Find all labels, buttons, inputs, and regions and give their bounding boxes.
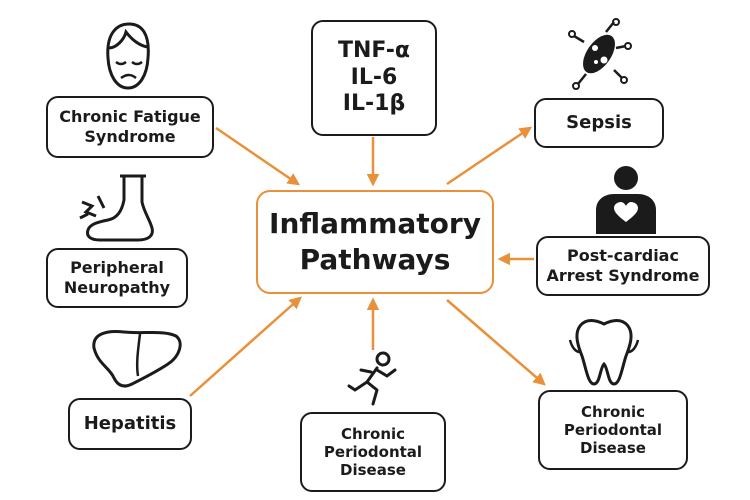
- bottom-periodontal-label-2: Periodontal: [323, 442, 423, 461]
- arrow-hepatitis-to-center: [189, 296, 302, 397]
- chronic-fatigue-label-2: Syndrome: [84, 127, 176, 146]
- peripheral-neuropathy-label-1: Peripheral: [70, 258, 164, 278]
- hepatitis-label: Hepatitis: [83, 413, 177, 435]
- right-periodontal-label-1: Chronic: [580, 402, 646, 421]
- bottom-periodontal-node: Chronic Periodontal Disease: [300, 412, 446, 492]
- person-heart-icon: [596, 166, 656, 234]
- sepsis-node: Sepsis: [534, 98, 664, 148]
- cytokines-node: TNF-α IL-6 IL-1β: [311, 20, 437, 136]
- bottom-periodontal-label-1: Chronic: [340, 424, 406, 443]
- tooth-icon: [568, 319, 640, 386]
- right-periodontal-label-3: Disease: [580, 439, 646, 458]
- cytokine-il-1beta: IL-1β: [342, 91, 406, 117]
- arrow-center-to-periodontal-right: [446, 299, 546, 386]
- peripheral-neuropathy-label-2: Neuropathy: [63, 278, 171, 297]
- bacteria-icon: [568, 18, 632, 90]
- right-periodontal-node: Chronic Periodontal Disease: [538, 390, 688, 470]
- post-cardiac-label-2: Arrest Syndrome: [546, 266, 700, 285]
- chronic-fatigue-node: Chronic Fatigue Syndrome: [46, 96, 214, 158]
- foot-pain-icon: [79, 174, 154, 242]
- running-person-icon: [347, 351, 397, 406]
- bottom-periodontal-label-3: Disease: [340, 461, 406, 480]
- inflammatory-pathways-node: Inflammatory Pathways: [256, 190, 494, 294]
- right-periodontal-label-2: Periodontal: [563, 420, 663, 439]
- center-title-line1: Inflammatory: [269, 206, 481, 240]
- hepatitis-node: Hepatitis: [68, 398, 192, 450]
- post-cardiac-label-1: Post-cardiac: [567, 246, 679, 266]
- sepsis-label: Sepsis: [566, 112, 632, 134]
- tired-face-icon: [106, 22, 150, 90]
- center-title-line2: Pathways: [299, 243, 451, 276]
- chronic-fatigue-label-1: Chronic Fatigue: [59, 107, 201, 127]
- arrow-fatigue-to-center: [215, 126, 301, 186]
- cytokine-tnf-alpha: TNF-α: [337, 37, 410, 63]
- liver-icon: [92, 330, 182, 388]
- peripheral-neuropathy-node: Peripheral Neuropathy: [46, 248, 188, 308]
- cytokine-il-6: IL-6: [350, 64, 398, 90]
- post-cardiac-node: Post-cardiac Arrest Syndrome: [536, 236, 710, 296]
- arrow-center-to-sepsis: [446, 126, 533, 186]
